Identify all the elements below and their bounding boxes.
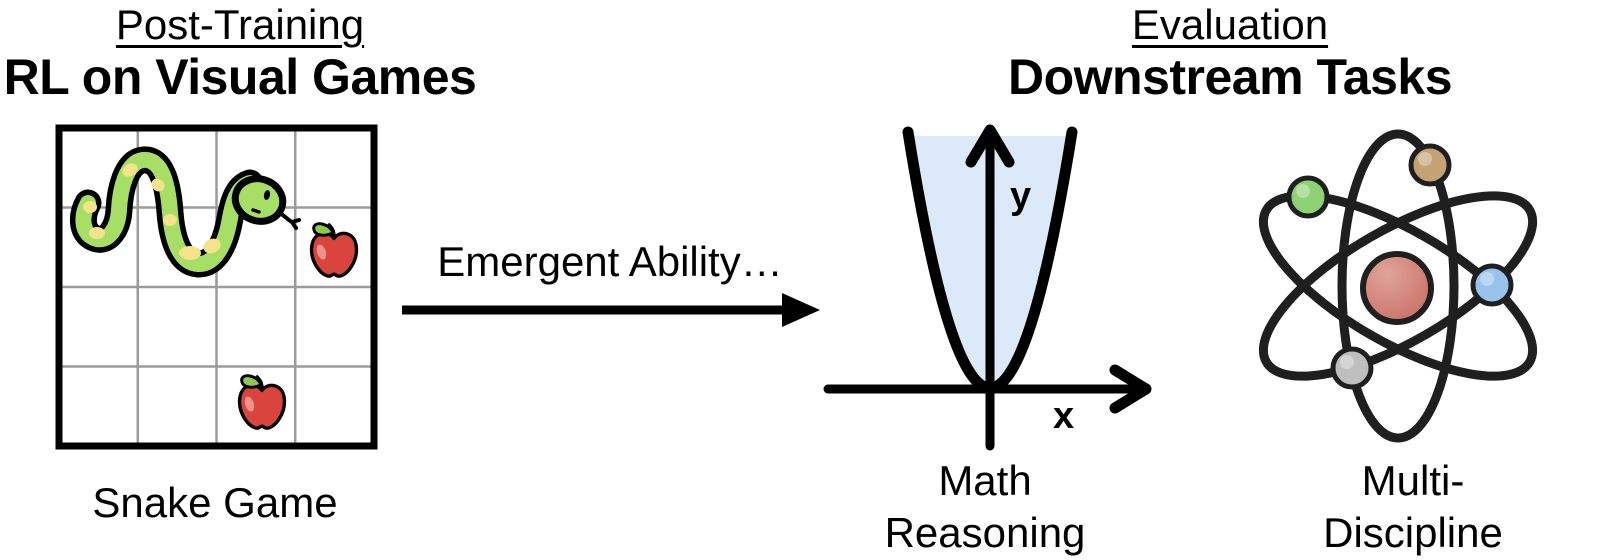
electron-blue <box>1470 263 1514 307</box>
y-axis-arrowhead <box>965 124 1015 168</box>
snake-body <box>75 152 258 272</box>
highlight <box>1418 152 1432 166</box>
apple-icon <box>309 221 359 278</box>
right-arrow-icon <box>402 293 820 327</box>
snake-icon <box>70 146 301 278</box>
nucleus-icon <box>1360 251 1434 325</box>
math-caption-line2: Reasoning <box>884 509 1086 556</box>
electron-gray <box>1330 346 1374 390</box>
electrons <box>1286 143 1514 390</box>
orbit-diagonal-right <box>1258 191 1538 381</box>
multi-caption-line2: Discipline <box>1323 509 1503 556</box>
highlight <box>1480 272 1494 286</box>
snake-spot <box>83 201 97 213</box>
evaluation-header: Evaluation Downstream Tasks <box>995 0 1465 102</box>
grid-lines <box>59 128 374 446</box>
orbit-vertical <box>1337 129 1459 443</box>
parabola-curve <box>902 126 1078 394</box>
atom-icon <box>1258 129 1538 443</box>
snake-spot <box>89 227 105 239</box>
snake-game-illustration <box>55 124 378 450</box>
evaluation-title: Evaluation <box>1131 1 1329 48</box>
snake-nostril <box>251 208 261 214</box>
highlight <box>1340 355 1354 369</box>
x-axis-arrowhead <box>1109 364 1152 414</box>
orbit-diagonal-left <box>1258 191 1538 381</box>
snake-eye <box>263 190 271 200</box>
electron-tan <box>1408 143 1452 187</box>
multi-discipline-caption: Multi- Discipline <box>1243 455 1583 559</box>
snake-tongue <box>278 211 301 230</box>
apple-icon <box>237 373 287 430</box>
snake-spot <box>122 163 138 177</box>
snake-spot <box>203 238 221 254</box>
emergent-ability-label: Emergent Ability… <box>437 238 783 285</box>
electron-highlights <box>1296 152 1494 369</box>
axes <box>823 124 1152 451</box>
x-axis-label: x <box>1053 395 1074 437</box>
post-training-subtitle: RL on Visual Games <box>3 49 477 105</box>
highlight <box>1296 184 1310 198</box>
math-reasoning-caption: Math Reasoning <box>810 455 1160 559</box>
grid-border <box>55 124 378 450</box>
multi-caption-line1: Multi- <box>1361 457 1465 504</box>
snake-spot <box>151 178 165 192</box>
post-training-title: Post-Training <box>115 1 365 48</box>
electron-green <box>1286 175 1330 219</box>
evaluation-subtitle: Downstream Tasks <box>1007 49 1453 105</box>
snake-spot <box>179 246 201 260</box>
math-caption-line1: Math <box>938 457 1032 504</box>
post-training-header: Post-Training RL on Visual Games <box>0 0 480 102</box>
y-axis-label: y <box>1010 175 1031 217</box>
snake-game-caption: Snake Game <box>92 479 338 526</box>
arrow-head <box>782 293 820 327</box>
snake-head <box>231 175 287 225</box>
orbits <box>1258 129 1538 443</box>
parabola-graph-icon: y x <box>823 124 1152 451</box>
snake-spot <box>163 214 177 226</box>
